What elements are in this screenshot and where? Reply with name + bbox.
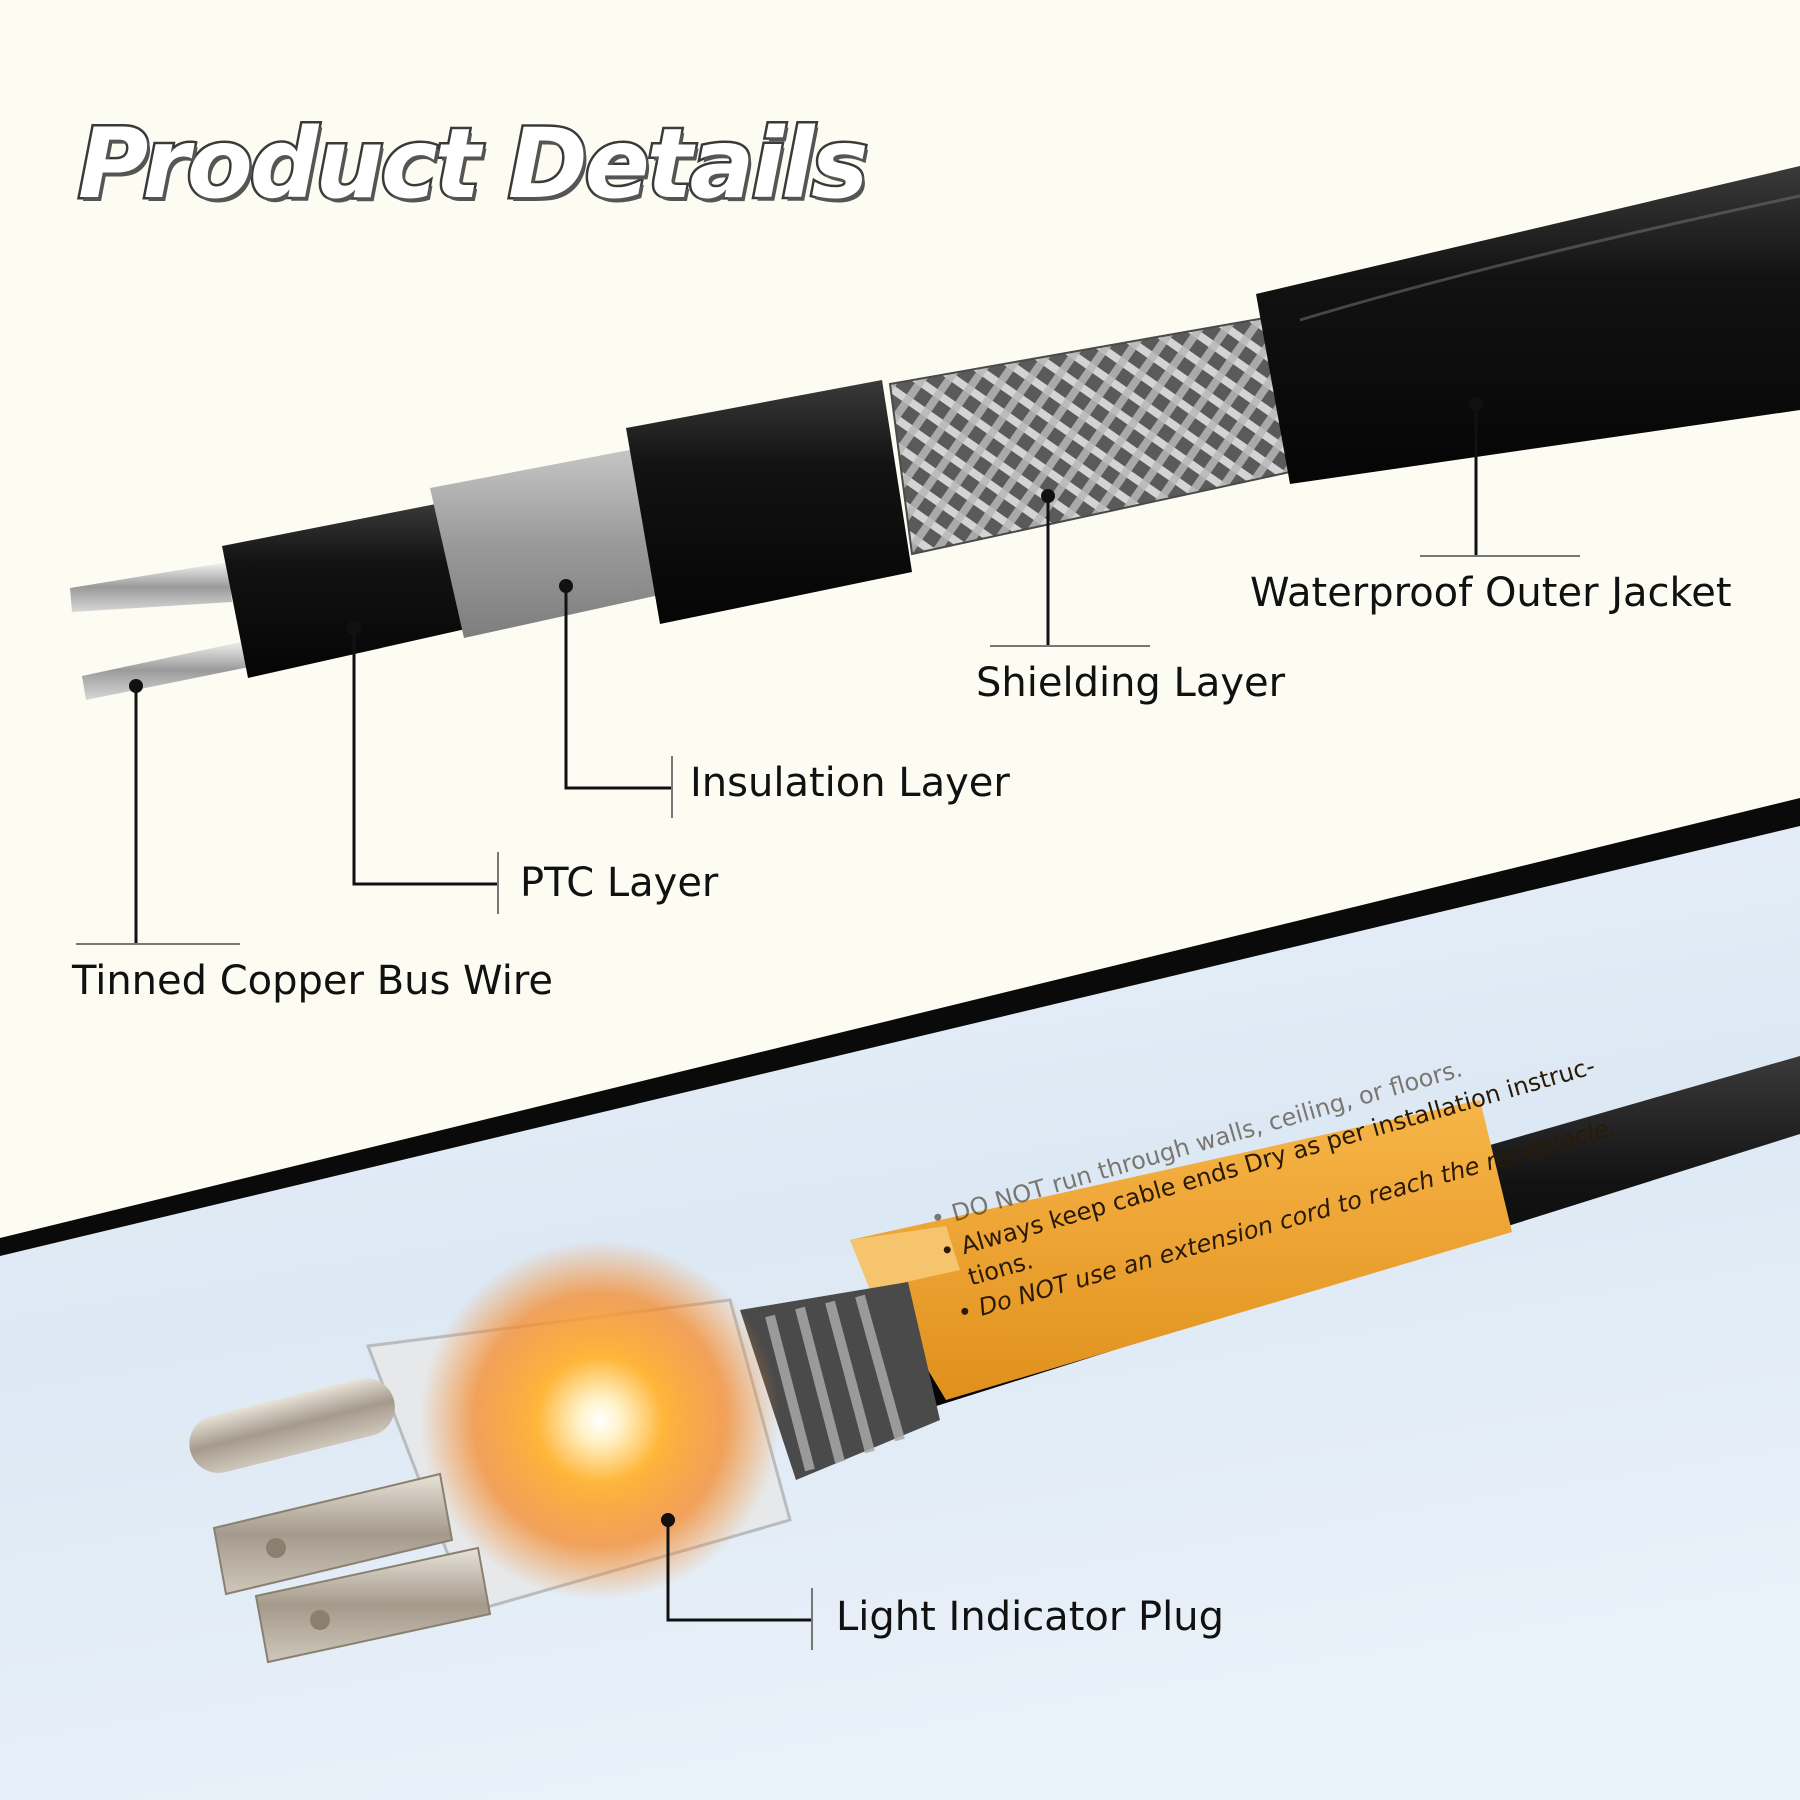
- heating-cable: [70, 166, 1800, 700]
- outer-jacket: [1256, 166, 1800, 484]
- label-tinned-copper-bus-wire: Tinned Copper Bus Wire: [72, 958, 553, 1004]
- label-light-indicator-plug: Light Indicator Plug: [836, 1594, 1224, 1640]
- label-shielding-layer: Shielding Layer: [976, 660, 1286, 706]
- indicator-glow: [420, 1240, 780, 1600]
- ground-pin: [189, 1378, 395, 1473]
- label-ptc-layer: PTC Layer: [520, 860, 719, 906]
- label-waterproof-outer-jacket: Waterproof Outer Jacket: [1250, 570, 1732, 616]
- ptc-core: [222, 502, 470, 678]
- plug-prongs: [212, 1472, 492, 1664]
- page-title: Product Details: [75, 106, 870, 223]
- insulation-sleeve: [430, 448, 664, 638]
- diagonal-divider: [0, 798, 1800, 1256]
- callout-leaders: [76, 397, 1580, 1650]
- bus-wire-lower: [82, 640, 254, 700]
- inner-jacket: [626, 380, 912, 624]
- label-insulation-layer: Insulation Layer: [690, 760, 1010, 806]
- bus-wire-upper: [70, 562, 232, 612]
- strain-relief: [740, 1282, 940, 1480]
